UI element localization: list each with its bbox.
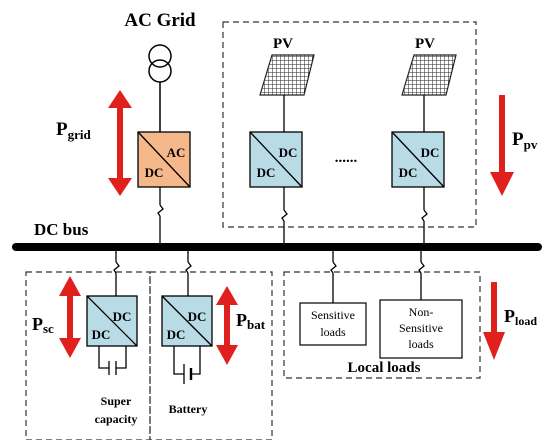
pv-connection-lines <box>281 187 428 245</box>
load-connection-lines <box>330 251 425 303</box>
non-sensitive-loads-line2: Sensitive <box>399 321 443 335</box>
load-power-sub: load <box>515 314 537 328</box>
bat-power-sub: bat <box>247 317 266 332</box>
transformer-icon <box>148 44 172 132</box>
sc-converter-bottom: DC <box>92 327 111 342</box>
pv-converter-1-top: DC <box>279 145 298 160</box>
sc-power-sub: sc <box>43 321 54 336</box>
supercapacitor-icon <box>98 346 127 375</box>
non-sensitive-loads-box <box>379 299 463 359</box>
sensitive-loads-line1: Sensitive <box>311 308 355 322</box>
local-loads-group-box <box>283 271 481 379</box>
non-sensitive-loads-line1: Non- <box>409 305 434 319</box>
battery-label: Battery <box>169 402 208 416</box>
sensitive-loads-box <box>299 302 367 346</box>
ac-dc-converter-bottom: DC <box>145 165 164 180</box>
sensitive-loads-line2: loads <box>320 325 346 339</box>
storage-connection-lines <box>113 251 192 296</box>
ac-dc-converter: AC DC <box>137 131 191 188</box>
grid-power-main: P <box>56 119 68 140</box>
pv-converter-1: DC DC <box>249 131 303 188</box>
dc-bus-line <box>12 243 542 251</box>
bat-power-arrow <box>216 286 238 365</box>
ac-dc-converter-top: AC <box>167 145 186 160</box>
supercapacity-label-line2: capacity <box>95 412 138 426</box>
bat-converter-top: DC <box>188 309 207 324</box>
pv-panel-icon-2 <box>401 54 457 132</box>
dc-bus-label: DC bus <box>34 220 89 239</box>
battery-group-box <box>149 271 273 440</box>
pv-power-sub: pv <box>524 137 538 152</box>
ac-grid-title: AC Grid <box>124 10 196 31</box>
load-power-main: P <box>504 306 515 326</box>
sc-converter-top: DC <box>113 309 132 324</box>
pv-power-main: P <box>512 129 524 150</box>
pv-label-2: PV <box>415 36 435 52</box>
pv-label-1: PV <box>273 36 293 52</box>
grid-connection-line <box>157 187 164 245</box>
non-sensitive-loads-line3: loads <box>408 337 434 351</box>
bat-power-label: Pbat <box>236 310 266 332</box>
pv-converter-2-bottom: DC <box>399 165 418 180</box>
load-power-label: Pload <box>504 306 537 328</box>
pv-power-label: Ppv <box>512 129 538 152</box>
bat-power-main: P <box>236 310 247 330</box>
sc-power-label: Psc <box>32 314 54 336</box>
pv-converter-1-bottom: DC <box>257 165 276 180</box>
sc-converter: DC DC <box>86 295 138 347</box>
pv-group-box <box>222 21 477 228</box>
pv-converter-2: DC DC <box>391 131 445 188</box>
sc-power-main: P <box>32 314 43 334</box>
pv-panel-icon-1 <box>259 54 315 132</box>
sc-group-box <box>25 271 151 440</box>
supercapacity-label-line1: Super <box>101 394 132 408</box>
sc-power-arrow <box>59 276 81 358</box>
battery-icon <box>173 346 201 384</box>
pv-power-arrow <box>490 95 514 196</box>
grid-power-arrow <box>108 90 132 196</box>
grid-power-sub: grid <box>68 127 92 142</box>
bat-converter-bottom: DC <box>167 327 186 342</box>
load-power-arrow <box>483 282 505 360</box>
pv-converter-2-top: DC <box>421 145 440 160</box>
grid-power-label: Pgrid <box>56 119 91 142</box>
local-loads-label: Local loads <box>348 360 421 376</box>
pv-ellipsis: ...... <box>335 150 358 166</box>
bat-converter: DC DC <box>161 295 213 347</box>
